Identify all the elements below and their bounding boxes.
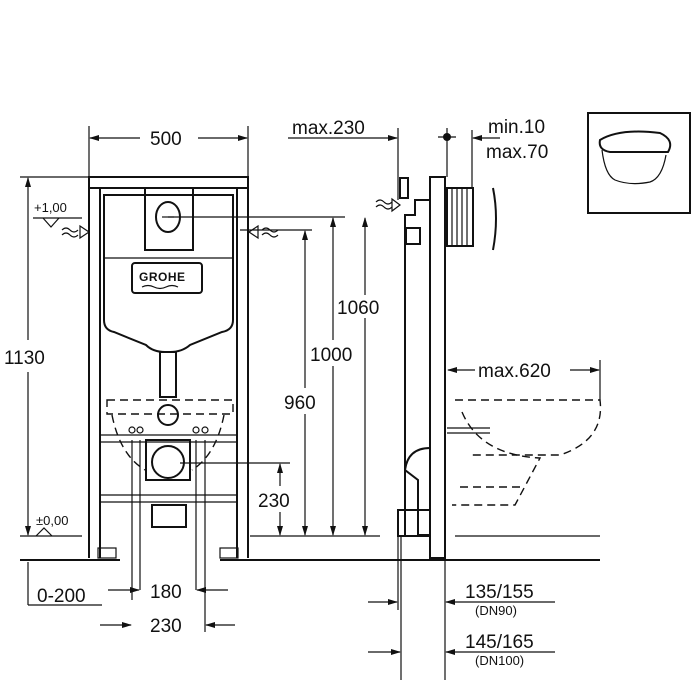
front-frame [88, 176, 249, 559]
height-1130-label: 1130 [4, 348, 45, 369]
level-floor-label: ±0,00 [36, 513, 68, 528]
bowl-max-label: max.620 [478, 361, 551, 382]
grohe-logo: GROHE [139, 270, 186, 284]
cistern: GROHE [103, 187, 234, 528]
pipe-dn100-note: (DN100) [475, 653, 524, 668]
pipe-dn90-note: (DN90) [475, 603, 517, 618]
pipe-dn90-label: 135/155 [465, 582, 534, 603]
plate-ribs [451, 188, 468, 246]
outlet-height-label: 230 [258, 491, 290, 512]
level-top-label: +1,00 [34, 200, 67, 215]
max-depth-label: max.230 [292, 118, 365, 139]
floor-lines [20, 535, 600, 561]
width-label: 500 [150, 129, 182, 150]
plate-min-label: min.10 [488, 117, 545, 138]
front-dimensions [20, 126, 368, 632]
h1000-label: 1000 [310, 345, 352, 366]
toilet-thumbnail [587, 112, 691, 214]
pipe-dn100-label: 145/165 [465, 632, 534, 653]
bolt-outer-label: 230 [150, 616, 182, 637]
side-view [288, 128, 602, 680]
h960-label: 960 [284, 393, 316, 414]
floor-adjust-label: 0-200 [37, 586, 86, 607]
h1060-label: 1060 [337, 298, 379, 319]
bolt-inner-label: 180 [150, 582, 182, 603]
plate-max-label: max.70 [486, 142, 548, 163]
